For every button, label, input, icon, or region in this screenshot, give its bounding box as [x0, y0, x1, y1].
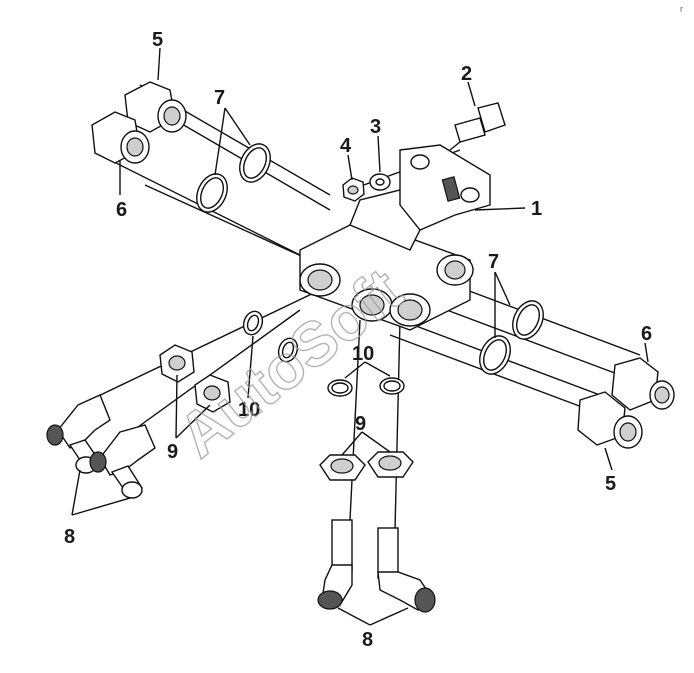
- valve-body-part-1: [299, 144, 491, 331]
- callout-4: 4: [340, 135, 352, 157]
- callout-3: 3: [370, 116, 381, 138]
- callout-8-bottom: 8: [362, 629, 373, 651]
- callout-7-upper: 7: [214, 87, 225, 109]
- washer-part-3: [369, 173, 391, 191]
- callout-10-left: 10: [238, 399, 260, 421]
- fitting-part-5-right: [577, 391, 643, 449]
- nuts-part-9: [159, 344, 414, 481]
- callout-10-upper: 10: [352, 343, 374, 365]
- corner-mark: r: [680, 4, 683, 14]
- callout-9-left: 9: [167, 441, 178, 463]
- o-rings-part-7-upper: [196, 143, 271, 213]
- fitting-part-5-upper: [124, 81, 187, 133]
- elbows-part-8-left: [46, 394, 156, 500]
- callout-2: 2: [461, 63, 472, 85]
- fitting-part-6-upper: [91, 111, 150, 164]
- seals-part-10: [242, 310, 405, 397]
- autosoft-watermark: AutoSoft: [166, 256, 415, 471]
- callout-6-upper: 6: [116, 199, 127, 221]
- callout-leaders: [71, 47, 649, 626]
- fitting-part-6-right: [611, 357, 675, 411]
- callout-8-left: 8: [64, 526, 75, 548]
- callout-5-right: 5: [605, 473, 616, 495]
- o-rings-part-7-right: [479, 300, 544, 375]
- callout-6-right: 6: [641, 323, 652, 345]
- nut-part-4: [342, 177, 365, 202]
- callout-labels: 1 2 3 4 5 5 6 6 7 7 8 8 9 9 10 10: [64, 29, 652, 651]
- callout-7-right: 7: [488, 251, 499, 273]
- callout-5-upper: 5: [152, 29, 163, 51]
- callout-9-bottom: 9: [355, 413, 366, 435]
- bolt-part-2: [449, 102, 506, 151]
- elbows-part-8-bottom: [317, 519, 436, 613]
- callout-1: 1: [531, 198, 542, 220]
